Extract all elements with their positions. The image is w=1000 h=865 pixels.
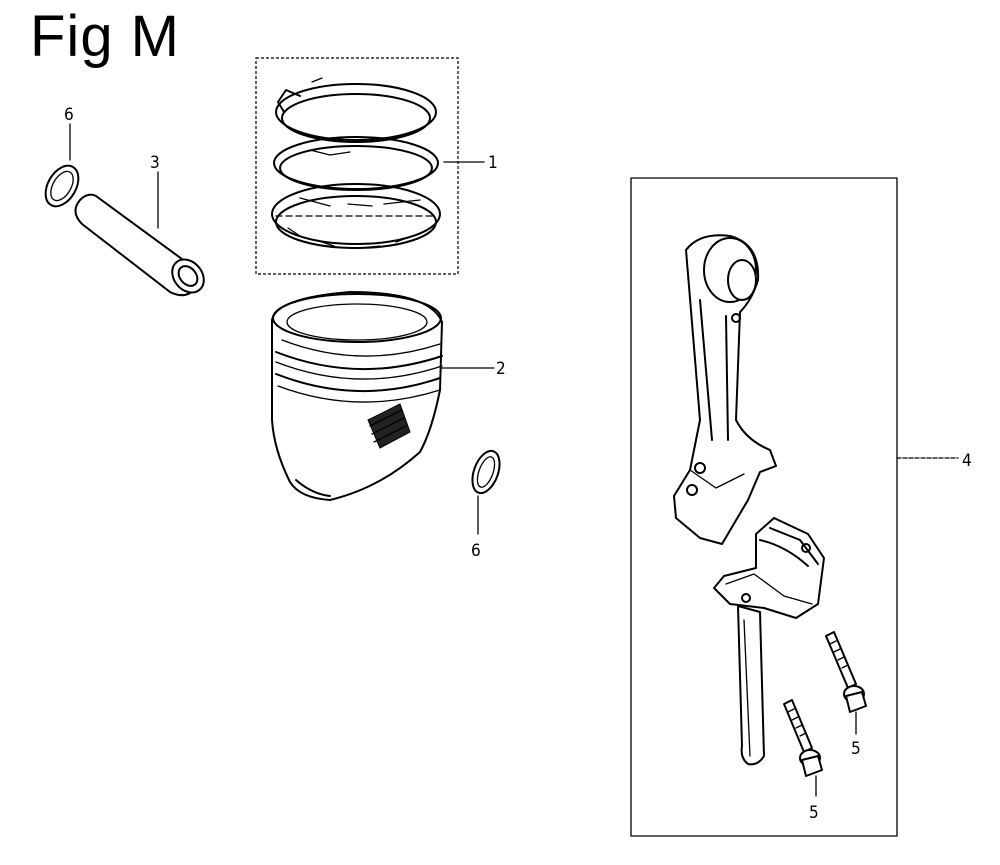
rod-assembly-box <box>630 177 898 837</box>
rod-bolt-left: 5 <box>783 699 823 823</box>
callout-2: 2 <box>496 359 506 379</box>
callout-5-right: 5 <box>851 739 861 759</box>
piston-ring-set: 1 <box>255 57 498 275</box>
ring-set-box <box>255 57 459 275</box>
callout-1: 1 <box>488 153 498 173</box>
piston: 2 <box>271 291 506 501</box>
callout-6-right: 6 <box>471 541 481 561</box>
callout-5-left: 5 <box>809 803 819 823</box>
figure-title: Fig M <box>30 4 180 69</box>
connecting-rod-assembly: 5 5 4 <box>630 177 972 837</box>
callout-3: 3 <box>150 153 160 173</box>
pin-clip-right: 6 <box>471 449 501 561</box>
callout-6-left: 6 <box>64 105 74 125</box>
pin-clip-left: 6 <box>44 105 80 208</box>
piston-pin: 3 <box>74 153 205 297</box>
callout-4: 4 <box>962 451 972 471</box>
rod-bolt-right: 5 <box>825 631 867 759</box>
